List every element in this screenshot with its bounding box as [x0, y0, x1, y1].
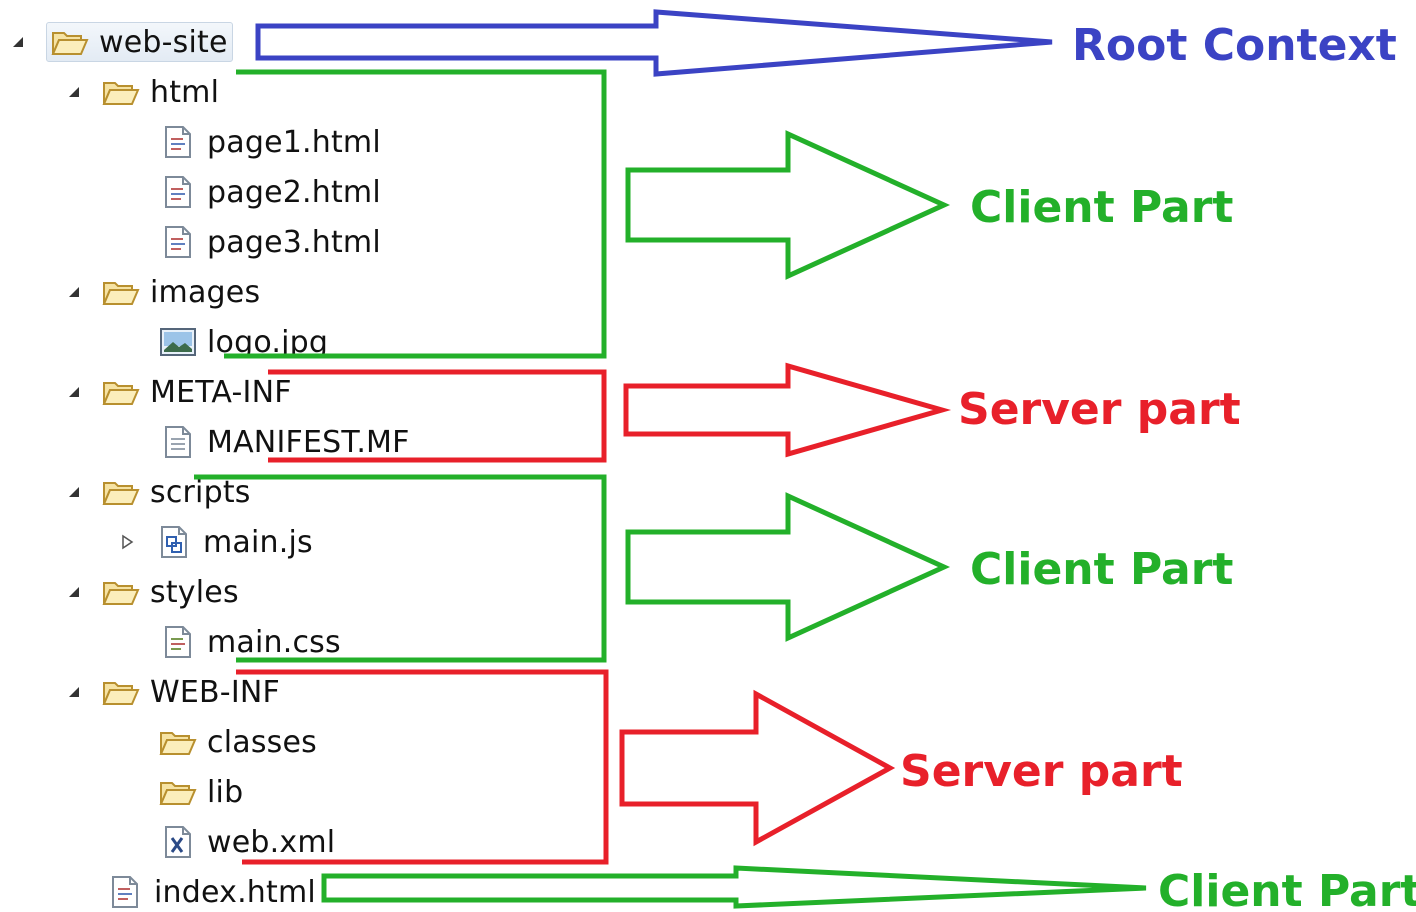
tree-item-web-xml[interactable]: web.xml — [155, 822, 339, 862]
tree-item-label: web-site — [99, 24, 228, 60]
folder-icon — [102, 575, 140, 609]
tree-item-page3[interactable]: page3.html — [155, 222, 385, 262]
folder-icon — [102, 75, 140, 109]
folder-icon — [159, 775, 197, 809]
tree-item-page2[interactable]: page2.html — [155, 172, 385, 212]
tree-item-label: index.html — [154, 874, 316, 910]
css-file-icon — [159, 625, 197, 659]
tree-item-main-js[interactable]: main.js — [115, 522, 317, 562]
text-file-icon — [159, 425, 197, 459]
folder-icon — [102, 475, 140, 509]
annotation-client-part-3: Client Part — [1158, 866, 1416, 911]
expanded-arrow-icon[interactable] — [66, 584, 82, 600]
tree-item-label: MANIFEST.MF — [207, 424, 410, 460]
tree-item-manifest[interactable]: MANIFEST.MF — [155, 422, 414, 462]
expanded-arrow-icon[interactable] — [66, 84, 82, 100]
server-arrow-1 — [623, 362, 952, 458]
server-bracket-1 — [268, 369, 607, 463]
html-file-icon — [159, 125, 197, 159]
html-file-icon — [106, 875, 144, 909]
tree-item-label: main.css — [207, 624, 341, 660]
folder-icon — [102, 275, 140, 309]
expanded-arrow-icon[interactable] — [66, 284, 82, 300]
tree-item-page1[interactable]: page1.html — [155, 122, 385, 162]
folder-icon — [51, 25, 89, 59]
tree-item-label: page1.html — [207, 124, 381, 160]
client-arrow-3 — [321, 865, 1147, 909]
annotation-client-part-2: Client Part — [970, 544, 1233, 595]
xml-file-icon — [159, 825, 197, 859]
tree-item-html[interactable]: html — [62, 72, 223, 112]
annotation-root-context: Root Context — [1072, 20, 1397, 71]
tree-item-label: styles — [150, 574, 239, 610]
tree-item-label: web.xml — [207, 824, 336, 860]
folder-icon — [102, 375, 140, 409]
annotation-server-part-1: Server part — [958, 384, 1241, 435]
annotation-server-part-2: Server part — [900, 746, 1183, 797]
folder-icon — [159, 725, 197, 759]
tree-item-web-inf[interactable]: WEB-INF — [62, 672, 284, 712]
tree-item-classes[interactable]: classes — [155, 722, 321, 762]
tree-item-label: html — [150, 74, 220, 110]
tree-item-styles[interactable]: styles — [62, 572, 243, 612]
server-bracket-2 — [236, 669, 609, 865]
client-bracket-2 — [194, 474, 607, 663]
tree-item-index-html[interactable]: index.html — [102, 872, 320, 912]
expanded-arrow-icon[interactable] — [66, 684, 82, 700]
folder-icon — [102, 675, 140, 709]
client-arrow-2 — [625, 492, 951, 642]
expanded-arrow-icon[interactable] — [66, 384, 82, 400]
tree-item-scripts[interactable]: scripts — [62, 472, 255, 512]
tree-item-label: lib — [207, 774, 244, 810]
html-file-icon — [159, 225, 197, 259]
expanded-arrow-icon[interactable] — [10, 34, 26, 50]
tree-item-images[interactable]: images — [62, 272, 264, 312]
tree-item-label: classes — [207, 724, 317, 760]
tree-item-web-site[interactable]: web-site — [10, 22, 233, 62]
tree-item-meta-inf[interactable]: META-INF — [62, 372, 296, 412]
root-context-arrow — [255, 9, 1053, 77]
client-bracket-1 — [224, 69, 607, 359]
tree-item-main-css[interactable]: main.css — [155, 622, 345, 662]
image-file-icon — [159, 325, 197, 359]
annotation-client-part-1: Client Part — [970, 182, 1233, 233]
js-file-icon — [155, 525, 193, 559]
tree-item-label: META-INF — [150, 374, 292, 410]
client-arrow-1 — [625, 130, 951, 280]
html-file-icon — [159, 175, 197, 209]
tree-item-lib[interactable]: lib — [155, 772, 247, 812]
collapsed-arrow-icon[interactable] — [119, 534, 135, 550]
tree-item-label: WEB-INF — [150, 674, 280, 710]
expanded-arrow-icon[interactable] — [66, 484, 82, 500]
tree-item-label: page2.html — [207, 174, 381, 210]
tree-item-label: scripts — [150, 474, 251, 510]
project-explorer-tree: web-site html page1.html page2.html page… — [0, 0, 620, 911]
server-arrow-2 — [619, 689, 896, 847]
tree-item-label: images — [150, 274, 261, 310]
tree-item-label: main.js — [203, 524, 313, 560]
tree-item-label: page3.html — [207, 224, 381, 260]
